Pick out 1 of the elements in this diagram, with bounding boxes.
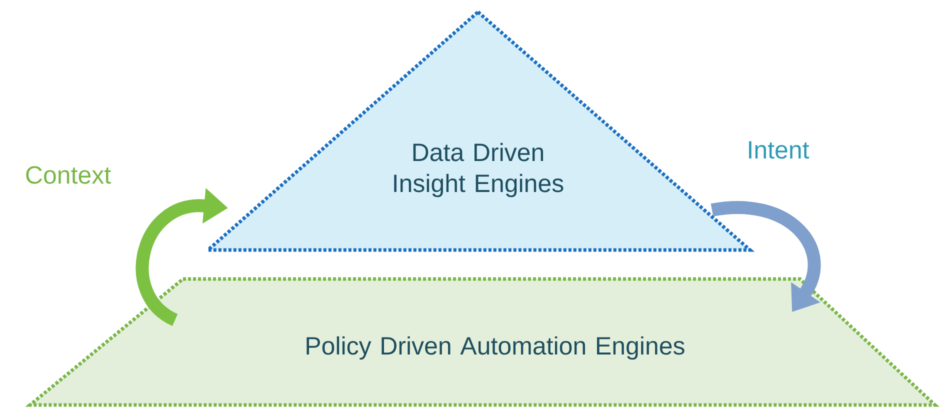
edge-label: Context bbox=[26, 166, 111, 184]
